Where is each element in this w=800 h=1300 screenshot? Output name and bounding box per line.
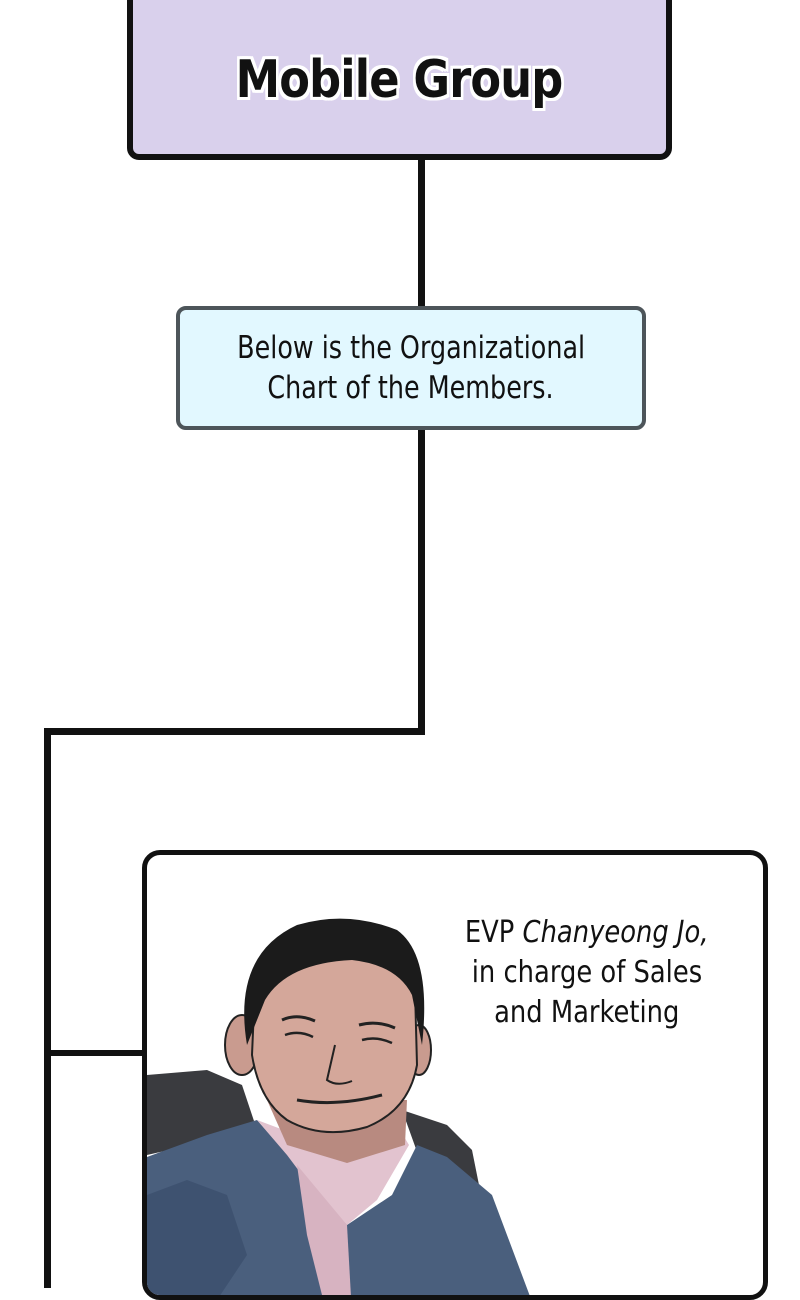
member-title: EVP [465, 915, 523, 950]
member-portrait [147, 918, 530, 1295]
connector-header-to-note [418, 160, 425, 310]
note-line-1: Below is the Organizational [237, 330, 585, 366]
connector-left-vertical [44, 728, 51, 1288]
connector-horizontal [44, 728, 425, 735]
member-caption-line-3: and Marketing [494, 995, 680, 1030]
member-caption: EVP Chanyeong Jo, in charge of Sales and… [437, 913, 737, 1033]
member-panel: EVP Chanyeong Jo, in charge of Sales and… [142, 850, 768, 1300]
note-line-2: Chart of the Members. [267, 370, 555, 406]
member-caption-line-1: EVP Chanyeong Jo, [465, 913, 709, 953]
org-node-title: Mobile Group [236, 50, 564, 110]
org-node-mobile-group: Mobile Group [127, 0, 672, 160]
member-caption-line-2: in charge of Sales [471, 955, 703, 990]
member-name: Chanyeong Jo, [522, 915, 709, 950]
connector-note-down [418, 428, 425, 734]
org-chart-note: Below is the Organizational Chart of the… [176, 306, 646, 430]
connector-to-member [44, 1050, 146, 1056]
